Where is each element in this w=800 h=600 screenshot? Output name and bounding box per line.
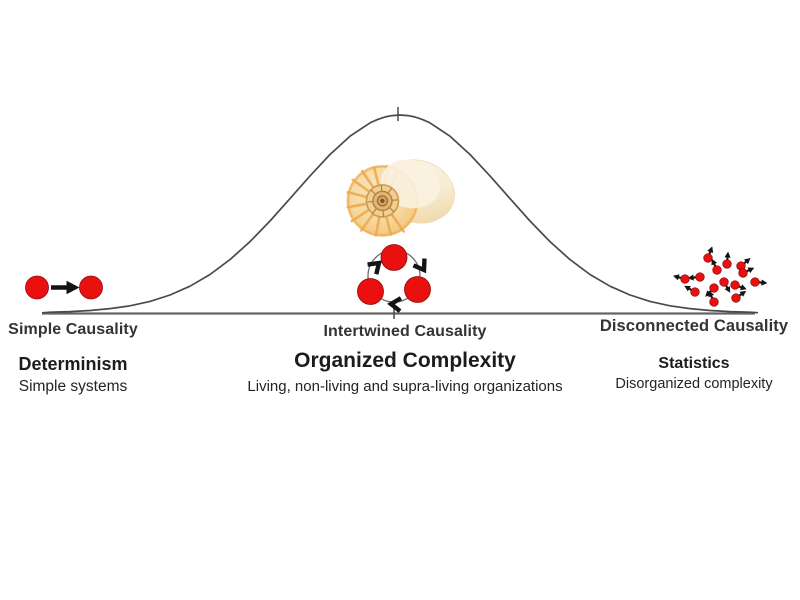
heading-organized-complexity: Organized Complexity	[294, 349, 516, 372]
zone-label-disconnected-causality: Disconnected Causality	[599, 317, 789, 335]
diagram-canvas	[25, 107, 769, 319]
zone-label-simple-causality: Simple Causality	[8, 321, 138, 338]
effect-dot	[79, 275, 103, 300]
cycle-arrowhead	[391, 298, 401, 312]
heading-determinism: Determinism	[18, 354, 128, 374]
zone-label-intertwined-causality: Intertwined Causality	[323, 323, 487, 340]
heading-statistics: Statistics	[658, 355, 730, 372]
subheading-simple-systems: Simple systems	[18, 378, 128, 395]
cyclic-causality-icon	[357, 244, 431, 312]
random-particles-icon	[671, 244, 769, 307]
linear-causality-icon	[25, 275, 103, 300]
cycle-dot	[404, 276, 431, 303]
subheading-living-organizations: Living, non-living and supra-living orga…	[247, 378, 563, 395]
cycle-dot	[357, 278, 384, 305]
cycle-arrowhead	[413, 258, 429, 273]
cycle-dot	[380, 244, 408, 271]
causality-arrowhead	[66, 280, 80, 295]
gaussian-bell-curve	[41, 114, 759, 314]
nautilus-shell-icon	[346, 159, 455, 237]
cause-dot	[25, 275, 49, 300]
subheading-disorganized-complexity: Disorganized complexity	[615, 376, 773, 392]
